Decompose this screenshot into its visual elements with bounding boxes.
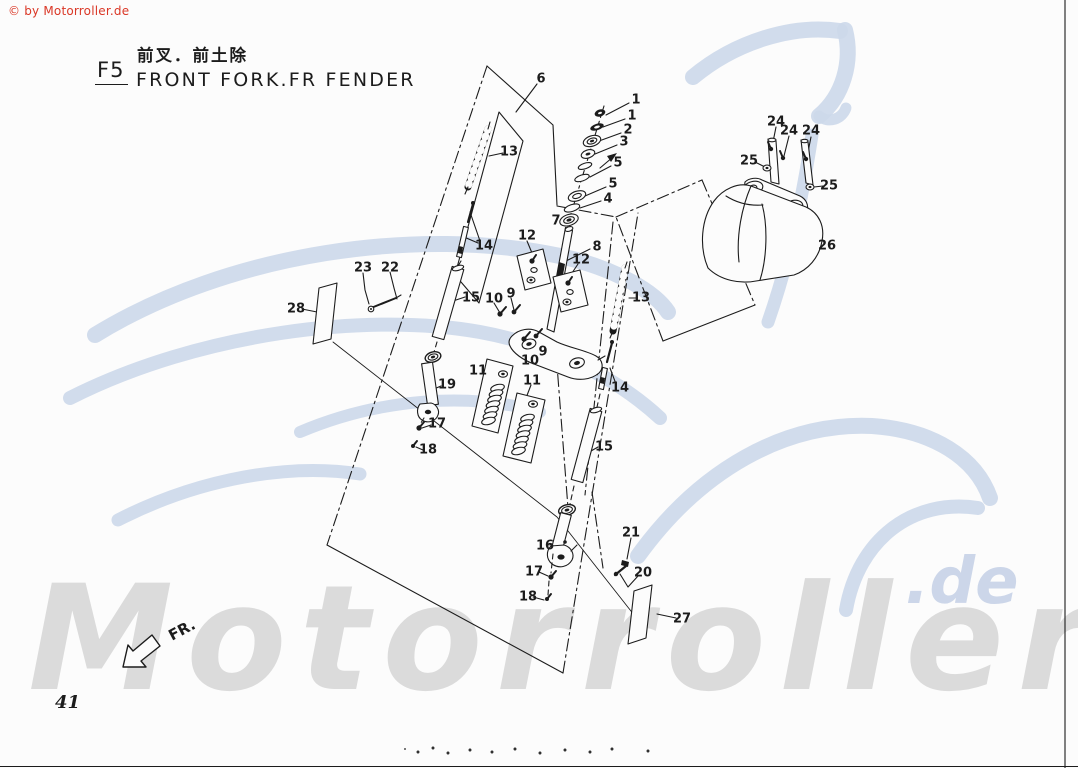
steering-bearing-stack [559, 105, 606, 231]
insert-direction-arrowhead [607, 153, 617, 162]
hardware-box-12-right [552, 269, 589, 313]
steering-stem [508, 226, 606, 380]
page-number: 41 [55, 692, 81, 713]
front-fender-assembly [701, 137, 824, 283]
right-fork-assembly [545, 261, 629, 601]
figure-code: F5 [95, 58, 129, 85]
spring-box-11-left [471, 358, 514, 434]
left-fork-assembly [411, 121, 492, 448]
panel-outlines [326, 65, 756, 674]
title-chinese: 前叉．前土除 [137, 46, 248, 65]
spring-box-11-right [502, 392, 546, 464]
title-english: FRONT FORK.FR FENDER [136, 69, 416, 91]
copyright-notice: © by Motorroller.de [8, 4, 130, 18]
small-parts [312, 282, 653, 645]
fr-direction-arrow-icon [122, 634, 161, 668]
clamp-bolts [497, 304, 543, 342]
watermark-text: Motorroller [28, 554, 1078, 724]
watermark-domain-suffix: .de [905, 545, 1019, 619]
hardware-box-12-left [516, 248, 552, 291]
